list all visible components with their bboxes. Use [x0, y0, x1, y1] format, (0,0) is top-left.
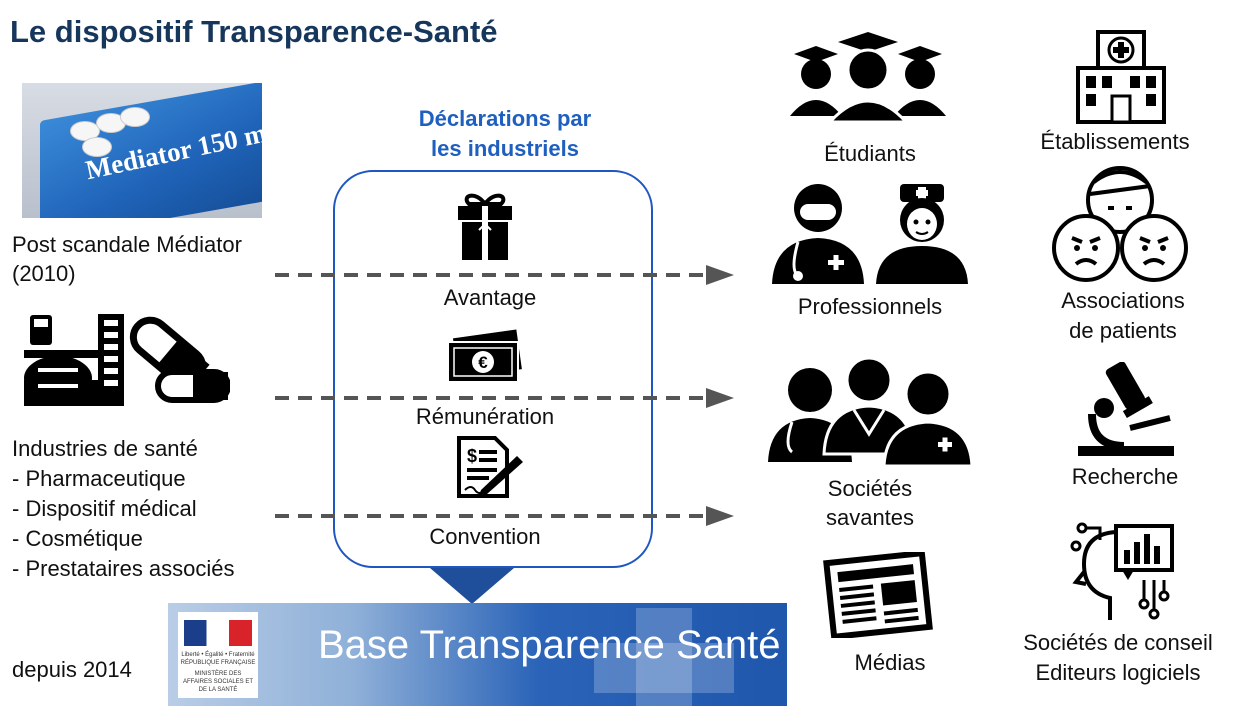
recipient-etablissements: Établissements [1040, 129, 1190, 154]
hospital-icon [1076, 30, 1166, 124]
industries-title: Industries de santé [12, 436, 198, 461]
logo-republic: RÉPUBLIQUE FRANÇAISE [180, 660, 256, 666]
recipient-professionnels: Professionnels [797, 294, 943, 319]
recipient-associations-line1: Associations [1061, 288, 1185, 313]
recipient-associations-line2: de patients [1069, 318, 1177, 343]
newspaper-icon [823, 552, 933, 638]
scandal-year: (2010) [12, 261, 76, 286]
logo-ministry: MINISTÈRE DES AFFAIRES SOCIALES ET DE LA… [182, 671, 254, 693]
contract-icon: $ [457, 436, 523, 498]
arrow-middle-head [706, 388, 734, 408]
declarations-heading-line1: Déclarations par [418, 106, 592, 131]
down-arrow-icon [430, 568, 514, 604]
microscope-icon [1078, 362, 1174, 456]
industry-item: - Dispositif médical [12, 496, 197, 521]
ministry-logo: Liberté • Égalité • Fraternité RÉPUBLIQU… [178, 612, 258, 698]
base-transparence-banner: Base Transparence Santé [168, 603, 787, 706]
recipient-conseil-line1: Sociétés de conseil [1023, 630, 1213, 655]
arrow-top-head [706, 265, 734, 285]
doctor-nurse-icon [772, 184, 968, 284]
pill-icon [120, 107, 150, 127]
recipient-medias: Médias [854, 650, 926, 675]
graduates-icon [790, 32, 946, 122]
recipient-societes-savantes-line2: savantes [825, 505, 915, 530]
arrow-bottom-head [706, 506, 734, 526]
marianne-flag-icon [184, 620, 252, 646]
recipient-societes-savantes-line1: Sociétés [827, 476, 913, 501]
recipient-recherche: Recherche [1071, 464, 1179, 489]
page-title: Le dispositif Transparence-Santé [10, 14, 498, 49]
declarations-heading-line2: les industriels [431, 136, 579, 161]
industry-item: - Pharmaceutique [12, 466, 186, 491]
pill-icon [82, 137, 112, 157]
item-avantage: Avantage [443, 285, 537, 310]
item-convention: Convention [429, 524, 541, 549]
banner-title: Base Transparence Santé [318, 623, 781, 667]
industry-item: - Cosmétique [12, 526, 143, 551]
euro-bill-icon: € [447, 329, 522, 383]
industry-item: - Prestataires associés [12, 556, 235, 581]
scandal-label: Post scandale Médiator [12, 232, 242, 257]
mediator-photo: Mediator 150 mg [22, 83, 262, 218]
medical-team-icon [768, 356, 972, 466]
cross-icon [594, 643, 734, 693]
since-label: depuis 2014 [12, 657, 132, 682]
svg-text:€: € [478, 353, 488, 372]
logo-motto: Liberté • Égalité • Fraternité [181, 652, 255, 658]
item-remuneration: Rémunération [415, 404, 555, 429]
recipient-etudiants: Étudiants [824, 141, 916, 166]
svg-text:$: $ [467, 446, 477, 466]
factory-pills-icon [24, 314, 230, 406]
consulting-icon [1070, 522, 1174, 620]
gift-icon [458, 193, 512, 260]
recipient-conseil-line2: Editeurs logiciels [1035, 660, 1201, 685]
cross-icon [636, 608, 692, 706]
patients-icon [1052, 166, 1188, 282]
